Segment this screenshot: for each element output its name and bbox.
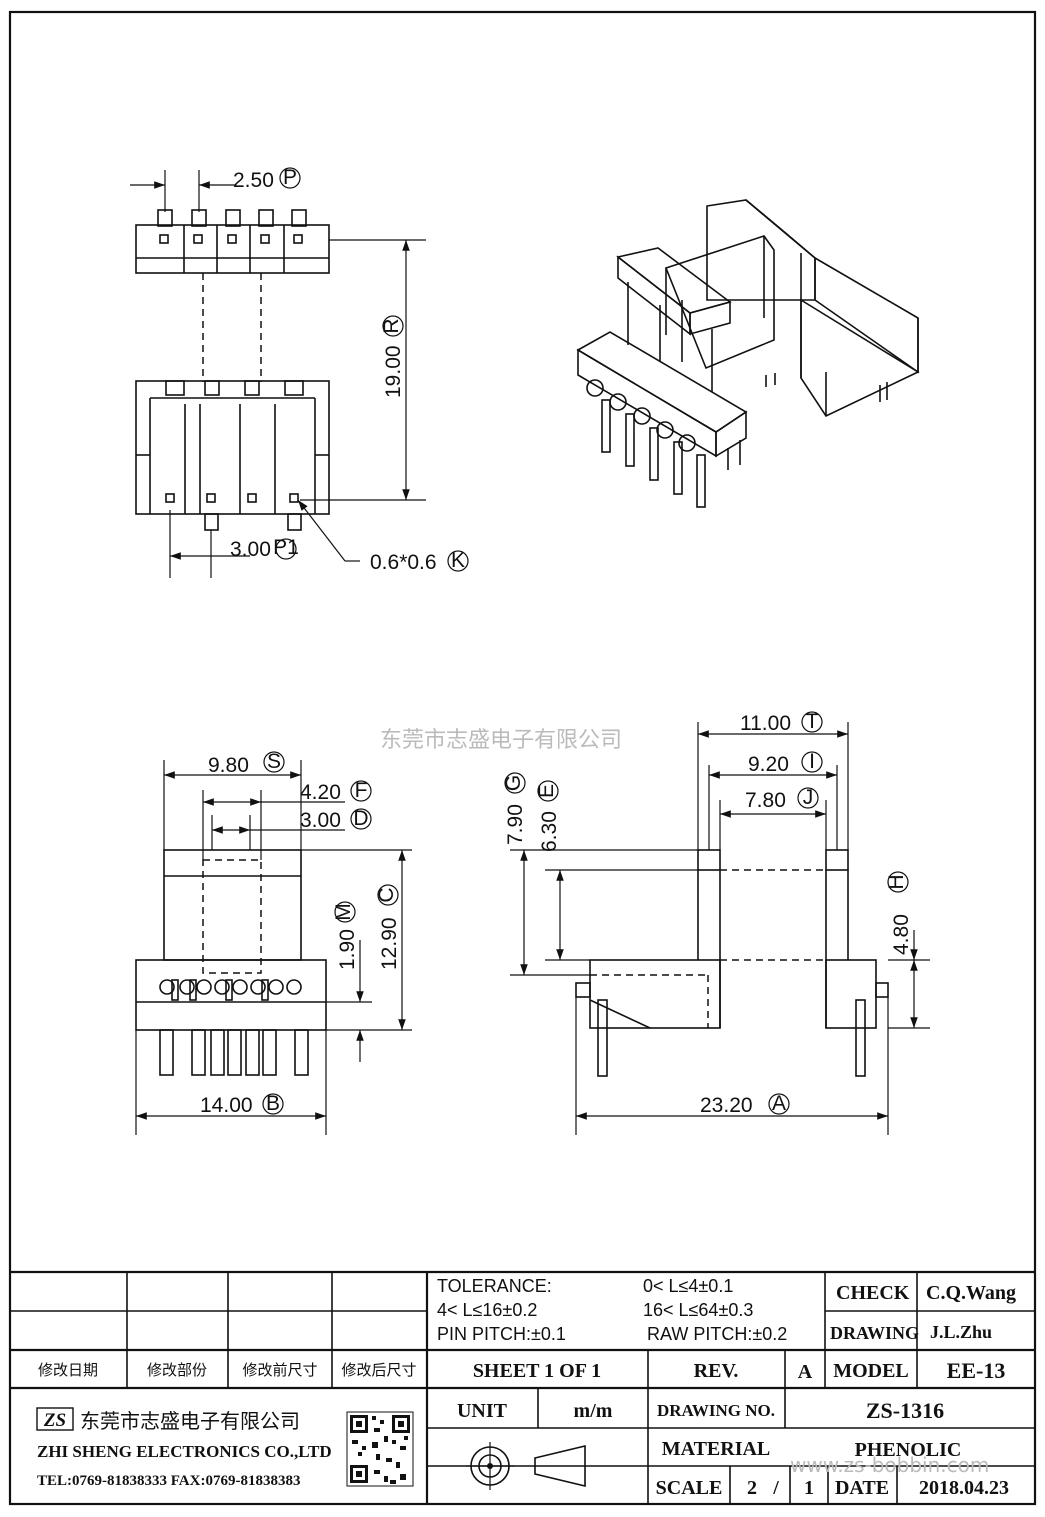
model-value: EE-13 [947, 1358, 1006, 1383]
rev-label: REV. [694, 1360, 739, 1382]
qr-code-icon [346, 1411, 414, 1487]
rev-header-date: 修改日期 [38, 1362, 98, 1379]
dim-i-value: 9.20 [748, 753, 789, 776]
dim-e-label: E [535, 784, 558, 798]
date-label: DATE [835, 1477, 889, 1499]
rev-header-after: 修改后尺寸 [341, 1362, 416, 1379]
dim-m-value: 1.90 [336, 929, 359, 970]
watermark-site: www.zs-bobbin.com [790, 1453, 989, 1477]
dim-r-value: 19.00 [382, 345, 405, 398]
drawing-no-label: DRAWING NO. [657, 1401, 775, 1420]
dim-c-value: 12.90 [378, 917, 401, 970]
isometric-view [576, 199, 920, 508]
dim-b-label: B [266, 1092, 280, 1115]
check-label: CHECK [836, 1282, 910, 1304]
dim-j-label: J [803, 786, 814, 809]
scale-separator: / [772, 1477, 779, 1499]
dim-p-label: P [283, 166, 297, 189]
dim-d-label: D [353, 807, 368, 830]
projection-symbol-icon [466, 1442, 586, 1490]
tolerance-label: TOLERANCE: [437, 1276, 552, 1296]
sheet-number: SHEET 1 OF 1 [473, 1360, 601, 1382]
dim-r-label: R [380, 318, 403, 333]
tolerance-2: 4< L≤16±0.2 [437, 1300, 537, 1320]
rev-header-before: 修改前尺寸 [242, 1362, 317, 1379]
scale-a: 2 [747, 1477, 757, 1499]
dim-f-value: 4.20 [300, 781, 341, 804]
dim-f-label: F [355, 779, 368, 802]
pin-pitch: PIN PITCH:±0.1 [437, 1324, 566, 1344]
watermark-company: 东莞市志盛电子有限公司 [380, 728, 622, 753]
scale-b: 1 [804, 1477, 814, 1499]
title-block: TOLERANCE: 0< L≤4±0.1 4< L≤16±0.2 16< L≤… [10, 1270, 1035, 1504]
scale-label: SCALE [656, 1477, 723, 1499]
tolerance-1: 0< L≤4±0.1 [643, 1276, 733, 1296]
material-value: PHENOLIC [855, 1439, 962, 1461]
rev-value: A [798, 1361, 813, 1383]
dim-h-value: 4.80 [890, 914, 913, 955]
model-label: MODEL [833, 1360, 909, 1382]
dim-t-value: 11.00 [740, 712, 791, 735]
rev-header-part: 修改部份 [147, 1362, 207, 1379]
dim-d-value: 3.00 [300, 809, 341, 832]
company-contact: TEL:0769-81838333 FAX:0769-81838383 [37, 1473, 300, 1489]
drawing-no-value: ZS-1316 [866, 1398, 944, 1423]
dim-i-label: I [809, 750, 815, 773]
sheet-border [8, 10, 1037, 1506]
unit-value: m/m [574, 1400, 613, 1422]
check-value: C.Q.Wang [926, 1282, 1016, 1304]
dim-t-label: T [806, 710, 819, 733]
dim-g-value: 7.90 [504, 804, 527, 845]
dim-j-value: 7.80 [745, 789, 786, 812]
dim-a-label: A [772, 1092, 786, 1115]
dim-c-label: C [375, 887, 398, 902]
dim-p-value: 2.50 [233, 169, 274, 192]
dim-s-label: S [267, 750, 281, 773]
company-name-cn: 东莞市志盛电子有限公司 [80, 1410, 300, 1433]
dim-g-label: G [502, 775, 525, 791]
dim-s-value: 9.80 [208, 754, 249, 777]
date-value: 2018.04.23 [919, 1477, 1009, 1499]
top-view: 2.50 P 19.00 R 3.00 P1 0.6*0.6 K [130, 166, 469, 578]
tolerance-3: 16< L≤64±0.3 [643, 1300, 753, 1320]
dim-p1-label: P1 [273, 536, 299, 559]
logo-text: ZS [43, 1410, 66, 1431]
raw-pitch: RAW PITCH:±0.2 [647, 1324, 787, 1344]
front-view: 9.80 S 4.20 F 3.00 D 12.90 C 1.90 M [135, 750, 412, 1135]
dim-m-label: M [332, 903, 355, 921]
company-logo: ZS [36, 1407, 74, 1431]
company-name-en: ZHI SHENG ELECTRONICS CO.,LTD [37, 1442, 332, 1461]
dim-h-label: H [885, 874, 908, 889]
drawing-value: J.L.Zhu [930, 1322, 992, 1342]
dim-a-value: 23.20 [700, 1094, 753, 1117]
dim-k-value: 0.6*0.6 [370, 551, 437, 574]
dim-e-value: 6.30 [538, 811, 561, 852]
dim-k-label: K [451, 549, 465, 572]
unit-label: UNIT [457, 1400, 508, 1422]
material-label: MATERIAL [662, 1438, 771, 1460]
dim-b-value: 14.00 [200, 1094, 253, 1117]
drawing-label: DRAWING [830, 1323, 919, 1343]
side-view: 11.00 T 9.20 I 7.80 J 7.90 G 6.30 E [502, 710, 930, 1135]
dim-p1-value: 3.00 [230, 538, 271, 561]
